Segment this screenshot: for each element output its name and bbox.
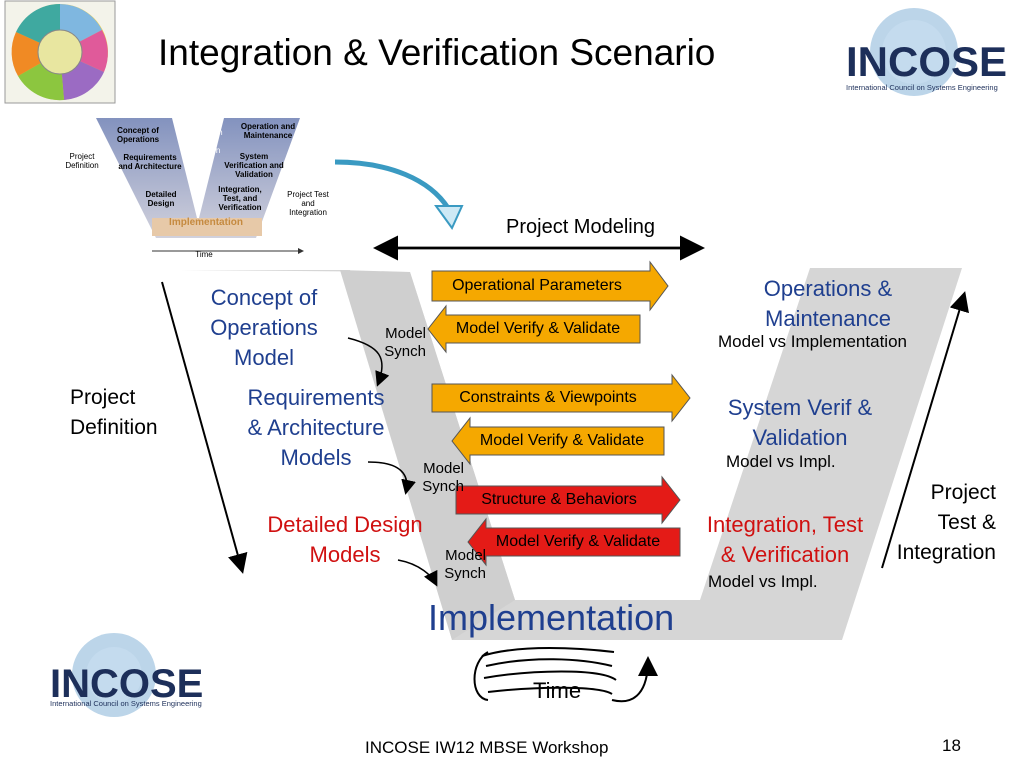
model-vs-impl-2-label: Model vs Impl. (708, 572, 818, 591)
model-verify-validate-1-text: Model Verify & Validate (455, 320, 621, 337)
model-vs-implementation-label: Model vs Implementation (718, 332, 907, 351)
model-synch-2-label: Model Synch (422, 460, 464, 495)
structure-behaviors-text: Structure & Behaviors (481, 491, 637, 508)
thumb-concept-label: Concept of Operations (116, 126, 160, 144)
operations-maintenance-label: Operations & Maintenance (763, 276, 893, 331)
thumb-verification-label: Verification and Validation (183, 128, 223, 155)
project-definition-label: Project Definition (70, 386, 158, 439)
model-verify-validate-3-text: Model Verify & Validate (495, 533, 661, 550)
model-verify-validate-3-arrow (467, 517, 681, 567)
page-title: Integration & Verification Scenario (158, 32, 716, 73)
thumb-implementation-label: Implementation (169, 217, 243, 228)
model-verify-validate-1-arrow (427, 304, 641, 354)
requirements-architecture-models-label: Requirements & Architecture Models (247, 385, 385, 470)
model-verify-validate-2-arrow (451, 416, 665, 466)
incose-logo-bottom-tagline: International Council on Systems Enginee… (50, 699, 202, 708)
footer-text: INCOSE IW12 MBSE Workshop (365, 738, 609, 757)
model-synch-1-label: Model Synch (384, 325, 426, 360)
operational-parameters-arrow (431, 260, 669, 312)
incose-logo-bottom-text: INCOSE (50, 662, 204, 706)
thumb-project-definition-label: Project Definition (65, 152, 99, 170)
thumb-project-test-label: Project Test and Integration (287, 190, 329, 217)
thumb-detailed-design-label: Detailed Design (145, 190, 177, 208)
incose-logo-tagline: International Council on Systems Enginee… (846, 83, 998, 92)
thumb-operation-label: Operation and Maintenance (240, 122, 296, 140)
constraints-viewpoints-arrow (431, 373, 691, 423)
integration-test-verification-label: Integration, Test & Verification (706, 512, 864, 567)
model-vs-impl-1-label: Model vs Impl. (726, 452, 836, 471)
model-verify-validate-2-text: Model Verify & Validate (479, 432, 645, 449)
project-modeling-label: Project Modeling (506, 216, 655, 238)
page-number: 18 (942, 736, 961, 755)
implementation-label: Implementation (428, 597, 675, 638)
incose-logo-text: INCOSE (846, 38, 1007, 85)
detailed-design-models-label: Detailed Design Models (267, 512, 423, 567)
small-v-diagram (96, 118, 304, 254)
thumb-system-verification-label: System Verification and Validation (224, 152, 284, 179)
concept-of-operations-model-label: Concept of Operations Model (210, 285, 318, 370)
operational-parameters-text: Operational Parameters (452, 277, 622, 294)
incose-logo-top: INCOSE International Council on Systems … (846, 8, 1007, 96)
systems-wheel-thumbnail (4, 0, 116, 104)
thumb-time-label: Time (195, 250, 213, 259)
time-label: Time (533, 678, 582, 703)
thumb-requirements-label: Requirements and Architecture (118, 153, 182, 171)
structure-behaviors-arrow (455, 475, 681, 525)
project-test-integration-label: Project Test & Integration (896, 481, 996, 564)
constraints-viewpoints-text: Constraints & Viewpoints (459, 389, 637, 406)
thumb-integration-label: Integration, Test, and Verification (218, 185, 262, 212)
model-synch-3-label: Model Synch (444, 547, 486, 582)
system-verif-validation-label: System Verif & Validation (727, 395, 873, 450)
